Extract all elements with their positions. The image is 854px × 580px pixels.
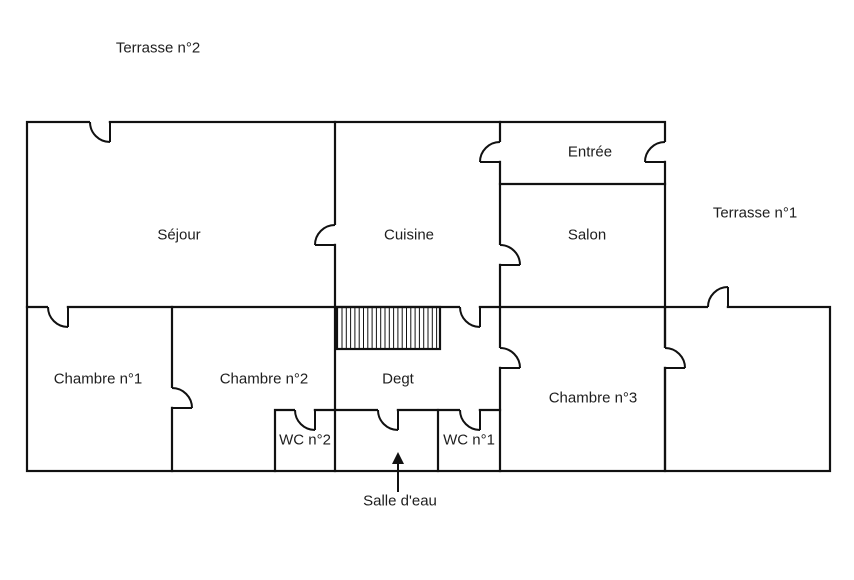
room-label-salle-eau: Salle d'eau: [363, 492, 437, 510]
door: [479, 141, 502, 163]
room-label-terrasse-1: Terrasse n°1: [712, 204, 798, 222]
door: [459, 305, 481, 328]
room-label-cuisine: Cuisine: [383, 226, 435, 244]
door: [498, 347, 521, 369]
door: [498, 244, 521, 266]
door: [47, 305, 69, 328]
arrow-icon: [392, 452, 404, 492]
terrasse1-wall: [663, 305, 832, 473]
door: [170, 387, 193, 409]
door: [314, 224, 337, 246]
room-label-terrasse-2: Terrasse n°2: [115, 39, 201, 57]
room-label-chambre-3: Chambre n°3: [548, 389, 638, 407]
room-label-wc-2: WC n°2: [279, 431, 331, 449]
door: [89, 120, 111, 143]
room-label-degt: Degt: [382, 370, 414, 388]
door: [707, 286, 729, 309]
room-label-chambre-1: Chambre n°1: [53, 370, 143, 388]
room-label-entree: Entrée: [567, 143, 613, 161]
door: [377, 408, 399, 431]
stairs: [341, 308, 438, 348]
door: [294, 408, 316, 431]
outer-wall: [25, 120, 667, 473]
room-label-wc-1: WC n°1: [443, 431, 495, 449]
door: [644, 141, 667, 163]
stairs-box: [335, 305, 442, 351]
room-label-sejour: Séjour: [157, 226, 201, 244]
door: [459, 408, 481, 431]
room-label-chambre-2: Chambre n°2: [219, 370, 309, 388]
door: [663, 347, 686, 369]
room-label-salon: Salon: [567, 226, 607, 244]
